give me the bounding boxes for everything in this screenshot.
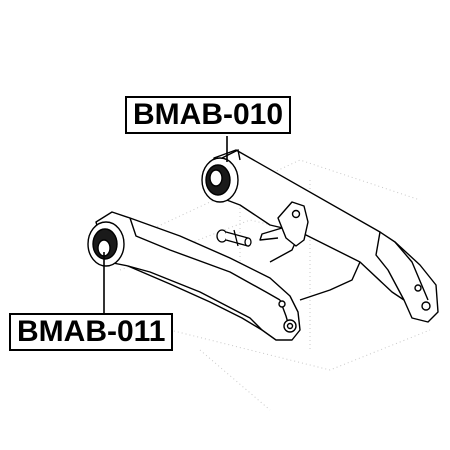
- lower-control-arm: [95, 211, 301, 341]
- lower-bushing: [87, 221, 125, 267]
- part-label-bmab-010: BMAB-010: [125, 96, 292, 134]
- mounting-bracket: [259, 201, 309, 247]
- upper-bushing: [201, 148, 241, 203]
- bolt: [216, 229, 252, 247]
- part-label-bmab-011: BMAB-011: [9, 313, 174, 351]
- upper-crossmember: [213, 149, 439, 323]
